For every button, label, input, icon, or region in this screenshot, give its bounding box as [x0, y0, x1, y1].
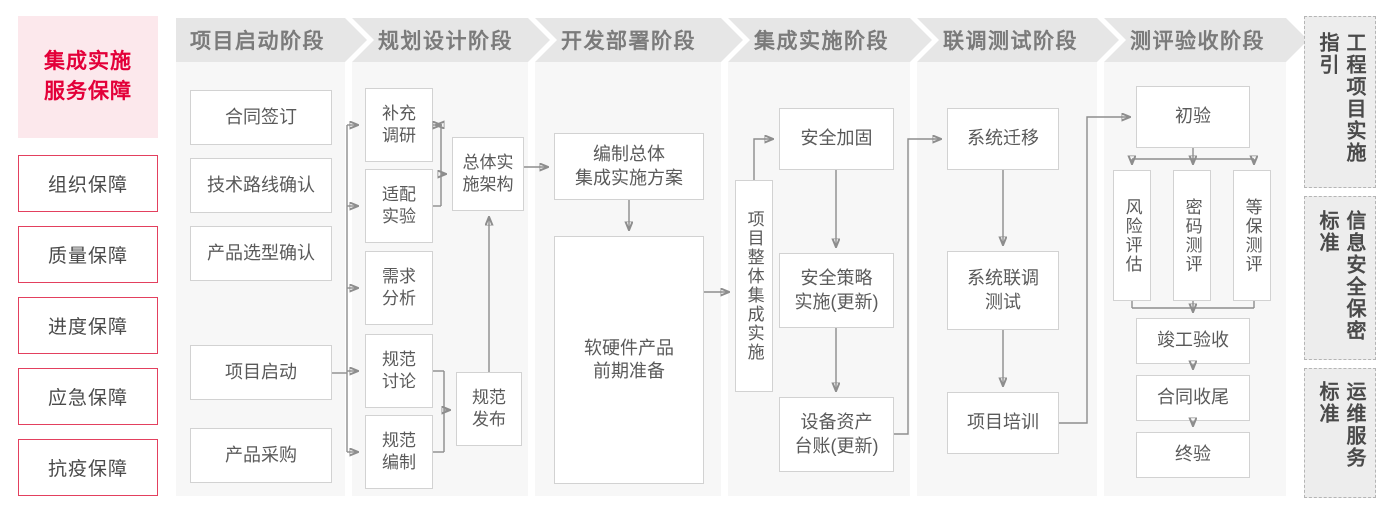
node-security-hardening[interactable]: 安全加固: [779, 108, 894, 170]
node-label: 安全加固: [800, 128, 873, 149]
guarantee-item-label: 应急保障: [47, 388, 128, 409]
node-label: 编制总体 集成实施方案: [575, 144, 683, 188]
node-supplementary-research[interactable]: 补充 调研: [365, 88, 433, 162]
phase-header-joint-test[interactable]: 联调测试阶段: [917, 18, 1119, 62]
node-spec-release[interactable]: 规范 发布: [456, 372, 522, 446]
node-label: 安全策略 实施(更新): [794, 268, 879, 312]
node-adaptation-experiment[interactable]: 适配 实验: [365, 169, 433, 243]
node-product-procurement[interactable]: 产品采购: [190, 428, 332, 483]
standard-label: 信息安全保密标准: [1316, 210, 1365, 342]
node-label: 产品选型确认: [207, 242, 315, 263]
standard-box-project-implementation-guide[interactable]: 工程项目实施指引: [1304, 16, 1376, 188]
node-spec-drafting[interactable]: 规范 编制: [365, 415, 433, 489]
node-label: 初验: [1175, 106, 1211, 127]
node-product-selection-confirm[interactable]: 产品选型确认: [190, 226, 332, 281]
node-label: 项目整体集成实施: [744, 210, 764, 362]
node-contract-signing[interactable]: 合同签订: [190, 90, 332, 145]
phase-header-label: 测评验收阶段: [1130, 30, 1265, 53]
node-project-kickoff[interactable]: 项目启动: [190, 345, 332, 400]
guarantee-item-label: 质量保障: [47, 246, 128, 267]
phase-header-label: 项目启动阶段: [190, 30, 325, 53]
node-final-acceptance[interactable]: 终验: [1136, 432, 1250, 478]
node-project-training[interactable]: 项目培训: [947, 392, 1059, 454]
node-cryptography-evaluation[interactable]: 密码测评: [1173, 170, 1211, 301]
phase-header-label: 联调测试阶段: [943, 30, 1078, 53]
phase-header-startup[interactable]: 项目启动阶段: [176, 18, 367, 62]
node-label: 风险评估: [1122, 197, 1142, 274]
node-label: 等保测评: [1242, 197, 1262, 274]
node-equipment-asset-ledger[interactable]: 设备资产 台账(更新): [779, 397, 894, 472]
node-label: 合同签订: [225, 106, 297, 127]
phase-header-label: 规划设计阶段: [378, 30, 513, 53]
node-label: 软硬件产品 前期准备: [584, 337, 674, 381]
guarantee-item-epidemic[interactable]: 抗疫保障: [18, 439, 158, 496]
node-system-joint-debug-test[interactable]: 系统联调 测试: [947, 251, 1059, 330]
node-preliminary-acceptance[interactable]: 初验: [1136, 86, 1250, 148]
node-label: 密码测评: [1182, 197, 1202, 274]
node-label: 总体实 施架构: [462, 152, 514, 194]
guarantee-item-organization[interactable]: 组织保障: [18, 155, 158, 212]
node-spec-discussion[interactable]: 规范 讨论: [365, 334, 433, 408]
guarantee-item-schedule[interactable]: 进度保障: [18, 297, 158, 354]
node-label: 系统联调 测试: [967, 268, 1039, 312]
node-system-migration[interactable]: 系统迁移: [947, 108, 1059, 170]
node-label: 系统迁移: [967, 128, 1039, 149]
node-overall-project-integration[interactable]: 项目整体集成实施: [735, 180, 773, 392]
standard-label: 工程项目实施指引: [1316, 32, 1365, 164]
phase-header-development[interactable]: 开发部署阶段: [535, 18, 743, 62]
node-label: 技术路线确认: [207, 174, 315, 195]
node-label: 设备资产 台账(更新): [794, 412, 879, 456]
node-contract-closeout[interactable]: 合同收尾: [1136, 375, 1250, 421]
left-rail-title-line1: 集成实施: [44, 50, 132, 74]
guarantee-item-label: 抗疫保障: [47, 459, 128, 480]
guarantee-item-label: 组织保障: [47, 175, 128, 196]
node-risk-assessment[interactable]: 风险评估: [1113, 170, 1151, 301]
node-label: 规范 编制: [382, 430, 416, 472]
node-label: 适配 实验: [382, 184, 416, 226]
phase-header-integration[interactable]: 集成实施阶段: [728, 18, 932, 62]
phase-header-label: 开发部署阶段: [561, 30, 696, 53]
phase-header-label: 集成实施阶段: [754, 30, 889, 53]
node-tech-route-confirm[interactable]: 技术路线确认: [190, 158, 332, 213]
guarantee-item-quality[interactable]: 质量保障: [18, 226, 158, 283]
guarantee-item-emergency[interactable]: 应急保障: [18, 368, 158, 425]
node-security-policy-implementation[interactable]: 安全策略 实施(更新): [779, 253, 894, 328]
standard-box-infosec-confidentiality[interactable]: 信息安全保密标准: [1304, 196, 1376, 360]
left-rail-title: 集成实施 服务保障: [18, 16, 158, 138]
node-completion-acceptance[interactable]: 竣工验收: [1136, 318, 1250, 364]
node-hardware-software-preparation[interactable]: 软硬件产品 前期准备: [554, 236, 704, 484]
node-classified-protection-evaluation[interactable]: 等保测评: [1233, 170, 1271, 301]
node-label: 产品采购: [225, 444, 297, 465]
node-prepare-overall-integration-plan[interactable]: 编制总体 集成实施方案: [554, 133, 704, 200]
phase-header-planning[interactable]: 规划设计阶段: [352, 18, 550, 62]
node-label: 项目启动: [225, 361, 297, 382]
phase-header-acceptance[interactable]: 测评验收阶段: [1104, 18, 1308, 62]
standard-box-om-service-standard[interactable]: 运维服务标准: [1304, 368, 1376, 498]
guarantee-item-label: 进度保障: [47, 317, 128, 338]
node-label: 合同收尾: [1157, 387, 1229, 408]
node-label: 需求 分析: [382, 266, 416, 308]
node-label: 项目培训: [967, 412, 1039, 433]
node-requirement-analysis[interactable]: 需求 分析: [365, 251, 433, 325]
node-label: 补充 调研: [382, 103, 416, 145]
node-overall-implementation-architecture[interactable]: 总体实 施架构: [452, 137, 524, 211]
standard-label: 运维服务标准: [1316, 381, 1365, 469]
left-rail-title-line2: 服务保障: [44, 80, 132, 103]
node-label: 终验: [1175, 444, 1211, 465]
node-label: 竣工验收: [1157, 330, 1229, 351]
node-label: 规范 发布: [472, 387, 506, 429]
node-label: 规范 讨论: [382, 349, 416, 391]
